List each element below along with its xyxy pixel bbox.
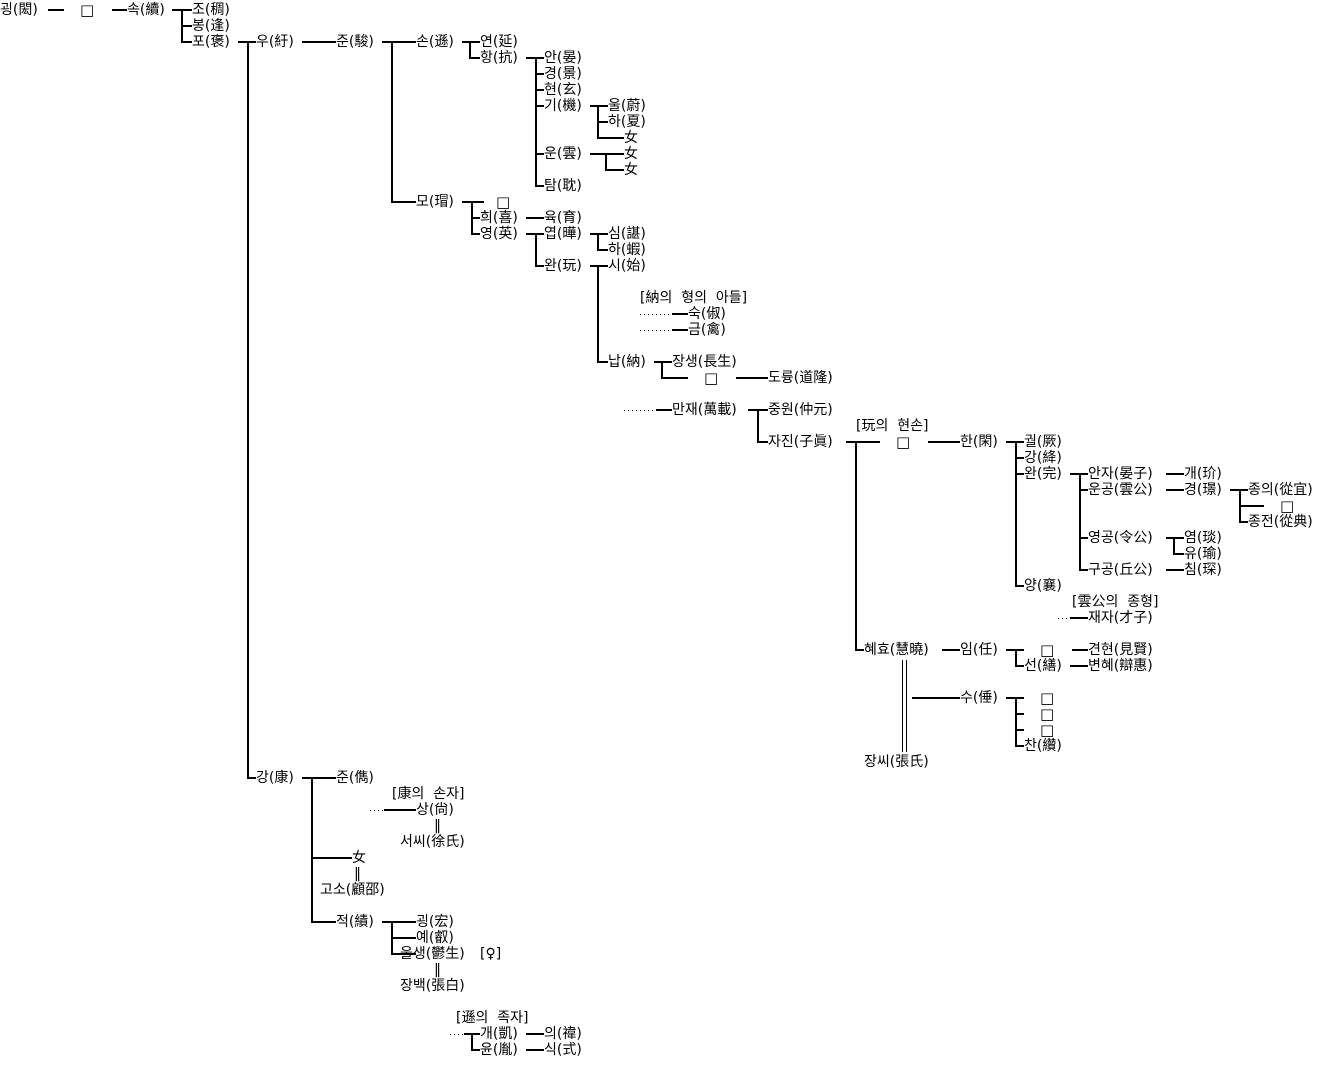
annotation-label: [納의 형의 아들]: [640, 290, 748, 306]
person-node: 중원(仲元): [768, 402, 833, 418]
person-node: 준(儁): [336, 770, 374, 786]
person-node: 예(叡): [416, 930, 454, 946]
person-node: 女: [624, 130, 638, 146]
person-node: 개(凱): [480, 1026, 518, 1042]
marriage-symbol: ‖: [434, 962, 441, 978]
person-node: 임(任): [960, 642, 998, 658]
marriage-symbol: ‖: [354, 866, 361, 882]
annotation-label: [遜의 족자]: [456, 1010, 529, 1026]
person-node: 영공(令公): [1088, 530, 1153, 546]
person-node: 굉(閎): [0, 2, 38, 18]
person-node: 연(延): [480, 34, 518, 50]
person-node: 울생(鬱生): [400, 946, 465, 962]
marriage-double-line: [902, 660, 907, 752]
person-node: 울(蔚): [608, 98, 646, 114]
person-node: 양(襄): [1024, 578, 1062, 594]
dotted-connectors: [370, 314, 1070, 1035]
placeholder-box: □: [80, 1, 95, 19]
person-node: 고소(顧邵): [320, 882, 385, 898]
person-node: 한(閑): [960, 434, 998, 450]
person-node: 女: [624, 146, 638, 162]
person-node: 도륭(道隆): [768, 370, 833, 386]
person-node: 포(褒): [192, 34, 230, 50]
person-node: 변혜(辯惠): [1088, 658, 1153, 674]
annotation-label: [雲公의 종형]: [1072, 594, 1159, 610]
placeholder-box: □: [1280, 497, 1295, 515]
person-node: 육(育): [544, 210, 582, 226]
person-node: 장백(張白): [400, 978, 465, 994]
person-node: 기(機): [544, 98, 582, 114]
person-node: 강(康): [256, 770, 294, 786]
person-node: 모(瑁): [416, 194, 454, 210]
person-node: 금(禽): [688, 322, 726, 338]
person-node: 구공(丘公): [1088, 562, 1153, 578]
person-node: 혜효(慧曉): [864, 642, 929, 658]
person-node: 경(璟): [1184, 482, 1222, 498]
person-node: 재자(才子): [1088, 610, 1153, 626]
person-node: 하(夏): [608, 114, 646, 130]
annotation-label: [玩의 현손]: [856, 418, 929, 434]
person-node: 염(琰): [1184, 530, 1222, 546]
person-node: 현(玄): [544, 82, 582, 98]
person-node: 윤(胤): [480, 1042, 518, 1058]
person-node: 운공(雲公): [1088, 482, 1153, 498]
solid-connectors: [48, 9, 1264, 1051]
person-node: 손(遜): [416, 34, 454, 50]
person-node: 하(蝦): [608, 242, 646, 258]
person-node: 女: [352, 850, 366, 866]
marriage-symbol: ‖: [434, 818, 441, 834]
person-node: 개(玠): [1184, 466, 1222, 482]
person-node: 서씨(徐氏): [400, 834, 465, 850]
person-node: 자진(子眞): [768, 434, 833, 450]
person-node: 女: [624, 162, 638, 178]
person-node: 굉(宏): [416, 914, 454, 930]
person-node: 궐(厥): [1024, 434, 1062, 450]
placeholder-box: □: [1040, 641, 1055, 659]
person-node: 영(英): [480, 226, 518, 242]
person-node: 종의(從宜): [1248, 482, 1313, 498]
person-node: 선(繕): [1024, 658, 1062, 674]
person-node: 준(駿): [336, 34, 374, 50]
person-node: 엽(曄): [544, 226, 582, 242]
person-node: 납(納): [608, 354, 646, 370]
person-node: 침(琛): [1184, 562, 1222, 578]
person-node: 경(景): [544, 66, 582, 82]
person-node: 장생(長生): [672, 354, 737, 370]
person-node: 안자(晏子): [1088, 466, 1153, 482]
person-node: 만재(萬載): [672, 402, 737, 418]
person-node: 운(雲): [544, 146, 582, 162]
person-node: 종전(從典): [1248, 514, 1313, 530]
person-node: 항(抗): [480, 50, 518, 66]
person-node: 장씨(張氏): [864, 754, 929, 770]
annotation-label: [康의 손자]: [392, 786, 465, 802]
person-node: 우(紆): [256, 34, 294, 50]
person-node: 시(始): [608, 258, 646, 274]
annotation-label: [♀]: [480, 946, 502, 962]
person-node: 적(績): [336, 914, 374, 930]
person-node: 희(喜): [480, 210, 518, 226]
placeholder-box: □: [1040, 705, 1055, 723]
person-node: 찬(纘): [1024, 738, 1062, 754]
placeholder-box: □: [1040, 721, 1055, 739]
person-node: 견현(見賢): [1088, 642, 1153, 658]
person-node: 식(式): [544, 1042, 582, 1058]
person-node: 조(稠): [192, 2, 230, 18]
person-node: 완(完): [1024, 466, 1062, 482]
person-node: 봉(逢): [192, 18, 230, 34]
person-node: 의(禕): [544, 1026, 582, 1042]
person-node: 유(瑜): [1184, 546, 1222, 562]
person-node: 완(玩): [544, 258, 582, 274]
placeholder-box: □: [704, 369, 719, 387]
person-node: 탐(耽): [544, 178, 582, 194]
person-node: 상(尙): [416, 802, 454, 818]
placeholder-box: □: [1040, 689, 1055, 707]
person-node: 숙(俶): [688, 306, 726, 322]
placeholder-box: □: [896, 433, 911, 451]
person-node: 강(絳): [1024, 450, 1062, 466]
person-node: 심(諶): [608, 226, 646, 242]
person-node: 속(續): [127, 2, 165, 18]
person-node: 안(晏): [544, 50, 582, 66]
placeholder-box: □: [496, 193, 511, 211]
person-node: 수(倕): [960, 690, 998, 706]
